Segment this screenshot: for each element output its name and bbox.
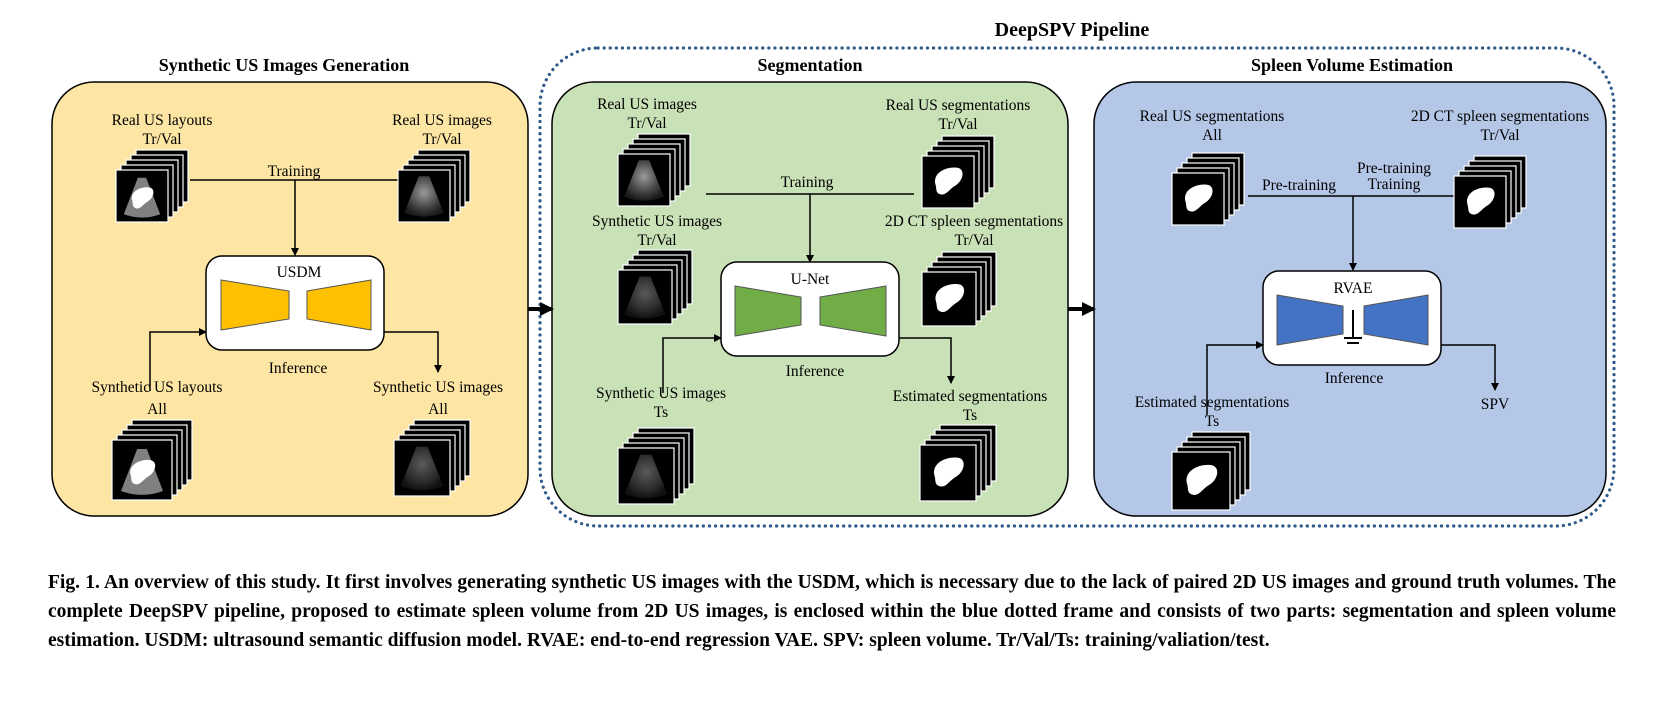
real-layouts-stack bbox=[115, 149, 189, 223]
seg-real-images-stack bbox=[617, 133, 691, 207]
figure-caption: Fig. 1. An overview of this study. It fi… bbox=[48, 572, 1616, 651]
volume-title: Spleen Volume Estimation bbox=[1250, 55, 1454, 75]
usdm-encoder bbox=[220, 279, 290, 331]
usdm-decoder bbox=[306, 279, 372, 331]
vol-inference-in-arrow bbox=[1206, 341, 1264, 415]
seg-ct-segs-stack bbox=[921, 251, 997, 327]
seg-real-segs-stack bbox=[921, 135, 995, 209]
vol-est-segs-stack bbox=[1171, 431, 1251, 511]
unet-box bbox=[720, 261, 900, 357]
rvae-decoder bbox=[1363, 294, 1429, 346]
unet-label: U-Net bbox=[790, 271, 830, 288]
usdm-label: USDM bbox=[276, 264, 322, 281]
seg-est-segs-stack bbox=[919, 424, 997, 502]
syn-images-stack bbox=[393, 419, 471, 497]
generation-title: Synthetic US Images Generation bbox=[158, 55, 410, 75]
deepspv-dotted-frame bbox=[538, 46, 1616, 528]
unet-encoder bbox=[734, 285, 802, 337]
training-label: Training bbox=[267, 163, 321, 180]
seg-inference-label: Inference bbox=[785, 363, 845, 380]
real-images-stack bbox=[397, 149, 471, 223]
pretraining-label: Pre-training bbox=[1261, 177, 1337, 194]
syn-layouts-stack bbox=[111, 419, 193, 501]
vol-real-segs-stack bbox=[1171, 152, 1245, 226]
rvae-encoder bbox=[1276, 294, 1344, 346]
seg-syn-images-ts-stack bbox=[617, 427, 695, 505]
vol-inference-out-arrow bbox=[1441, 344, 1499, 391]
segmentation-title: Segmentation bbox=[757, 55, 863, 75]
vol-ct-segs-stack bbox=[1453, 155, 1527, 229]
pipeline-title: DeepSPV Pipeline bbox=[994, 19, 1150, 41]
inference-in-arrow bbox=[149, 328, 207, 391]
vol-inference-label: Inference bbox=[1324, 370, 1384, 387]
unet-decoder bbox=[819, 285, 887, 337]
rvae-label: RVAE bbox=[1333, 280, 1373, 297]
seg-training-label: Training bbox=[780, 174, 834, 191]
inference-out-arrow bbox=[384, 331, 442, 373]
rvae-regression-head-icon bbox=[1344, 310, 1362, 344]
usdm-box bbox=[205, 255, 385, 351]
seg-inference-out-arrow bbox=[899, 337, 955, 384]
seg-syn-images-trval-stack bbox=[617, 249, 693, 325]
inference-label: Inference bbox=[268, 360, 328, 377]
spv-output-label: SPV bbox=[1480, 396, 1510, 413]
seg-inference-in-arrow bbox=[662, 334, 722, 393]
pipeline-diagram bbox=[51, 46, 1616, 528]
